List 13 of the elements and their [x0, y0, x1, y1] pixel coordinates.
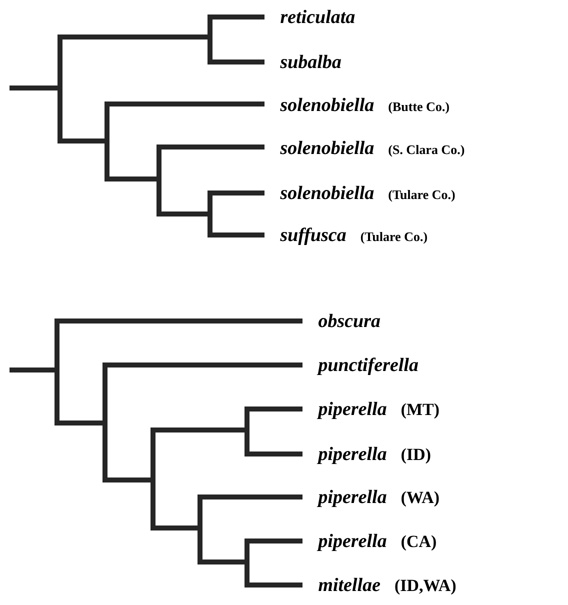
taxon-label: punctiferella: [316, 358, 418, 376]
taxon-label: mitellae (ID,WA): [318, 578, 456, 595]
taxon-label: suffusca (Tulare Co.): [280, 228, 427, 246]
taxon-label: piperella (WA): [316, 490, 439, 508]
taxon-label: subalba: [280, 54, 341, 68]
taxon-label: obscura: [318, 314, 380, 328]
taxon-label: solenobiella (Tulare Co.): [280, 186, 455, 202]
taxon-label: piperella (MT): [316, 402, 439, 420]
taxon-label: piperella (ID): [316, 446, 430, 464]
taxon-label: solenobiella (S. Clara Co.): [280, 140, 464, 157]
taxon-label: solenobiella (Butte Co.): [280, 98, 449, 114]
taxon-label: piperella (CA): [316, 534, 436, 552]
taxon-label: reticulata: [280, 10, 355, 24]
